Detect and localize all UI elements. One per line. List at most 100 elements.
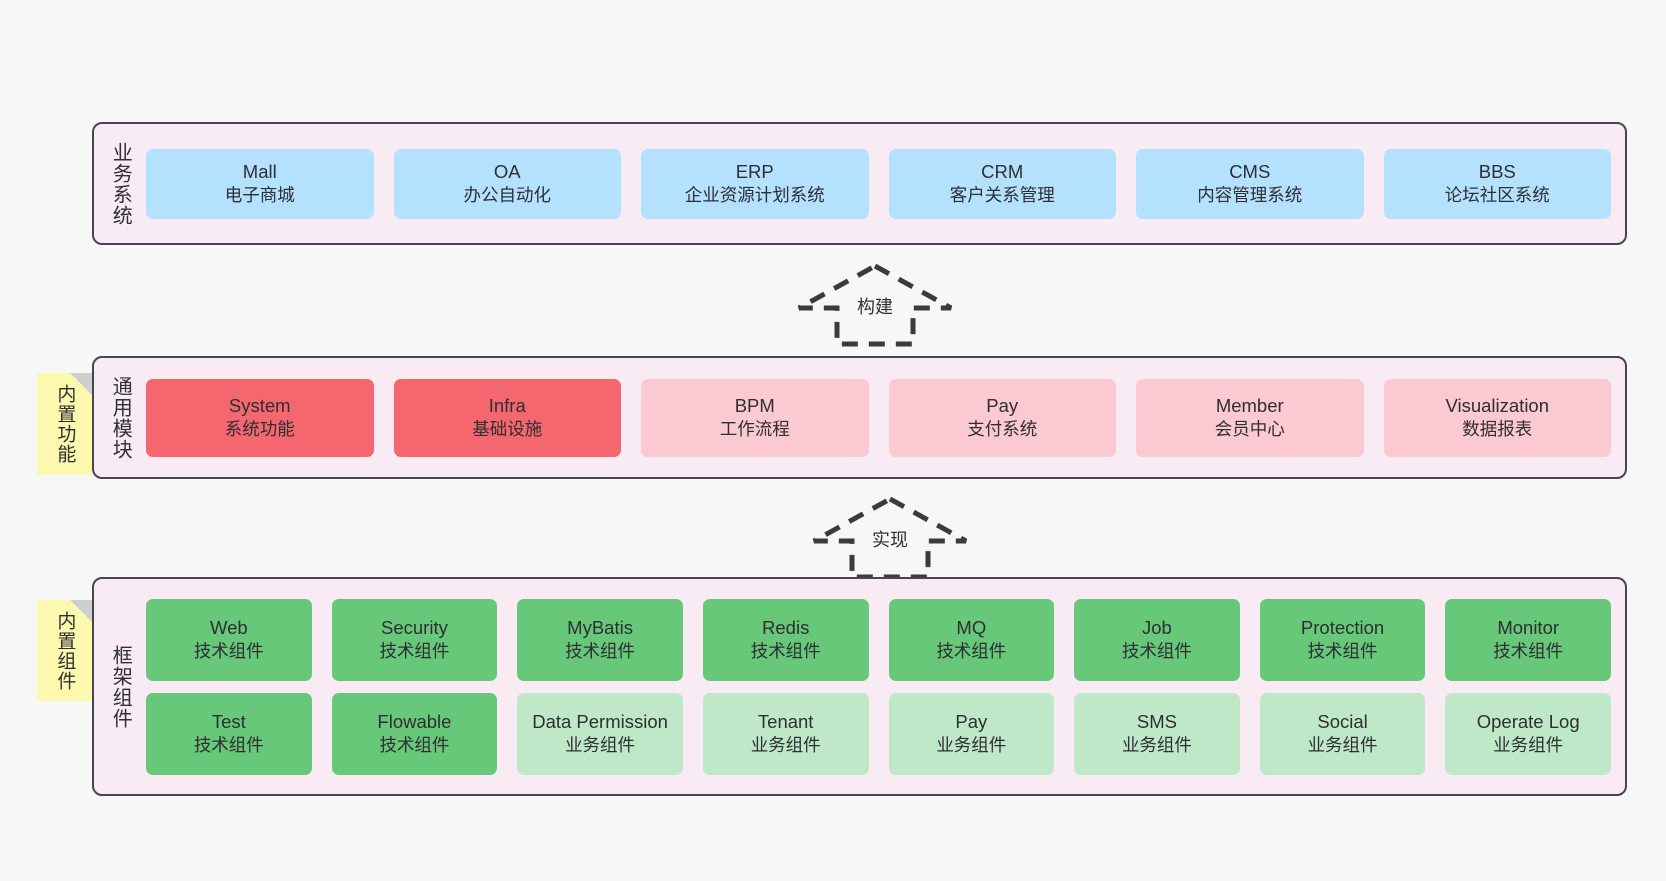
card-cms[interactable]: CMS 内容管理系统 (1136, 148, 1364, 219)
card-title-cn: 技术组件 (1121, 641, 1192, 662)
card-pay-component[interactable]: Pay 业务组件 (888, 692, 1055, 775)
card-title-cn: 业务组件 (750, 735, 821, 756)
card-bpm[interactable]: BPM 工作流程 (641, 378, 869, 457)
card-title-cn: 办公自动化 (463, 185, 552, 206)
card-title-en: CRM (981, 160, 1024, 182)
card-title-cn: 技术组件 (1307, 641, 1378, 662)
card-bbs[interactable]: BBS 论坛社区系统 (1383, 148, 1611, 219)
card-title-cn: 业务组件 (936, 735, 1007, 756)
card-title-cn: 技术组件 (936, 641, 1007, 662)
card-title-cn: 技术组件 (565, 641, 636, 662)
card-security[interactable]: Security 技术组件 (331, 598, 498, 681)
layer-body-modules: System 系统功能 Infra 基础设施 BPM 工作流程 Pay 支付系统… (146, 358, 1625, 477)
card-erp[interactable]: ERP 企业资源计划系统 (641, 148, 869, 219)
card-title-en: Web (209, 616, 248, 638)
card-title-en: Flowable (377, 710, 452, 732)
sticky-note-label: 内置组件 (54, 610, 76, 691)
card-job[interactable]: Job 技术组件 (1074, 598, 1240, 681)
card-title-cn: 技术组件 (1493, 641, 1564, 662)
card-title-cn: 系统功能 (224, 419, 295, 440)
card-title-cn: 支付系统 (967, 419, 1038, 440)
card-system[interactable]: System 系统功能 (146, 378, 374, 457)
layer-body-framework: Web 技术组件 Security 技术组件 MyBatis 技术组件 Redi… (146, 579, 1625, 794)
card-title-en: Security (381, 616, 448, 638)
card-title-en: SMS (1136, 710, 1177, 732)
card-title-cn: 技术组件 (750, 641, 821, 662)
layer-title-modules: 通用模块 (109, 375, 132, 460)
arrow-build-icon (797, 263, 953, 347)
card-sms[interactable]: SMS 业务组件 (1074, 692, 1240, 775)
card-title-cn: 基础设施 (472, 419, 543, 440)
card-title-en: BPM (734, 394, 775, 416)
card-title-en: Mall (242, 160, 277, 182)
card-member[interactable]: Member 会员中心 (1136, 378, 1364, 457)
card-test[interactable]: Test 技术组件 (146, 692, 312, 775)
card-title-cn: 业务组件 (1493, 735, 1564, 756)
card-title-en: CMS (1229, 160, 1271, 182)
card-title-en: Protection (1300, 616, 1385, 638)
card-pay-module[interactable]: Pay 支付系统 (888, 378, 1116, 457)
layer-row: Web 技术组件 Security 技术组件 MyBatis 技术组件 Redi… (146, 598, 1611, 681)
card-flowable[interactable]: Flowable 技术组件 (331, 692, 498, 775)
sticky-note-label: 内置功能 (54, 384, 76, 464)
card-visualization[interactable]: Visualization 数据报表 (1383, 378, 1611, 457)
card-title-en: BBS (1478, 160, 1516, 182)
card-title-en: Pay (986, 394, 1019, 416)
card-title-cn: 内容管理系统 (1197, 185, 1303, 206)
card-title-en: Data Permission (532, 710, 668, 732)
layer-business-systems: 业务系统 Mall 电子商城 OA 办公自动化 ERP 企业资源计划系统 CRM… (92, 122, 1627, 245)
card-data-permission[interactable]: Data Permission 业务组件 (517, 692, 683, 775)
sticky-note-builtin-functions: 内置功能 (37, 373, 92, 475)
folded-corner-icon (70, 600, 92, 622)
card-title-en: Test (211, 710, 246, 732)
card-crm[interactable]: CRM 客户关系管理 (888, 148, 1116, 219)
layer-title-framework: 框架组件 (109, 644, 132, 729)
arrow-implement-label: 实现 (872, 530, 908, 550)
card-title-en: Monitor (1497, 616, 1560, 638)
card-title-en: Infra (488, 394, 526, 416)
layer-common-modules: 通用模块 System 系统功能 Infra 基础设施 BPM 工作流程 Pay… (92, 356, 1627, 479)
card-protection[interactable]: Protection 技术组件 (1259, 598, 1426, 681)
card-redis[interactable]: Redis 技术组件 (702, 598, 869, 681)
card-title-en: Redis (762, 616, 810, 638)
card-title-en: MyBatis (567, 616, 633, 638)
card-mq[interactable]: MQ 技术组件 (888, 598, 1055, 681)
layer-row: Mall 电子商城 OA 办公自动化 ERP 企业资源计划系统 CRM 客户关系… (146, 148, 1611, 219)
card-title-cn: 业务组件 (1307, 735, 1378, 756)
card-mybatis[interactable]: MyBatis 技术组件 (517, 598, 683, 681)
card-monitor[interactable]: Monitor 技术组件 (1445, 598, 1611, 681)
card-title-cn: 数据报表 (1462, 419, 1533, 440)
card-title-en: Pay (955, 710, 988, 732)
card-title-cn: 技术组件 (193, 735, 264, 756)
card-web[interactable]: Web 技术组件 (146, 598, 312, 681)
card-infra[interactable]: Infra 基础设施 (393, 378, 621, 457)
layer-body-business: Mall 电子商城 OA 办公自动化 ERP 企业资源计划系统 CRM 客户关系… (146, 124, 1625, 243)
card-title-cn: 会员中心 (1214, 419, 1285, 440)
card-title-en: ERP (735, 160, 774, 182)
card-title-en: Visualization (1445, 394, 1550, 416)
card-social[interactable]: Social 业务组件 (1259, 692, 1426, 775)
card-title-en: System (228, 394, 291, 416)
layer-row: Test 技术组件 Flowable 技术组件 Data Permission … (146, 692, 1611, 775)
layer-row: System 系统功能 Infra 基础设施 BPM 工作流程 Pay 支付系统… (146, 378, 1611, 457)
sticky-note-builtin-components: 内置组件 (37, 600, 92, 701)
card-title-cn: 企业资源计划系统 (684, 185, 825, 206)
card-tenant[interactable]: Tenant 业务组件 (702, 692, 869, 775)
folded-corner-icon (70, 373, 92, 395)
card-oa[interactable]: OA 办公自动化 (393, 148, 621, 219)
card-operate-log[interactable]: Operate Log 业务组件 (1445, 692, 1611, 775)
card-title-en: Social (1317, 710, 1368, 732)
card-title-en: Job (1142, 616, 1172, 638)
card-title-en: Member (1215, 394, 1284, 416)
card-title-cn: 工作流程 (719, 419, 790, 440)
card-title-cn: 技术组件 (379, 735, 450, 756)
arrow-build: 构建 (795, 262, 955, 348)
card-title-cn: 电子商城 (224, 185, 295, 206)
arrow-build-label: 构建 (857, 297, 893, 317)
card-title-cn: 客户关系管理 (949, 185, 1055, 206)
card-mall[interactable]: Mall 电子商城 (146, 148, 374, 219)
card-title-cn: 论坛社区系统 (1444, 185, 1550, 206)
card-title-cn: 业务组件 (565, 735, 636, 756)
card-title-cn: 技术组件 (193, 641, 264, 662)
